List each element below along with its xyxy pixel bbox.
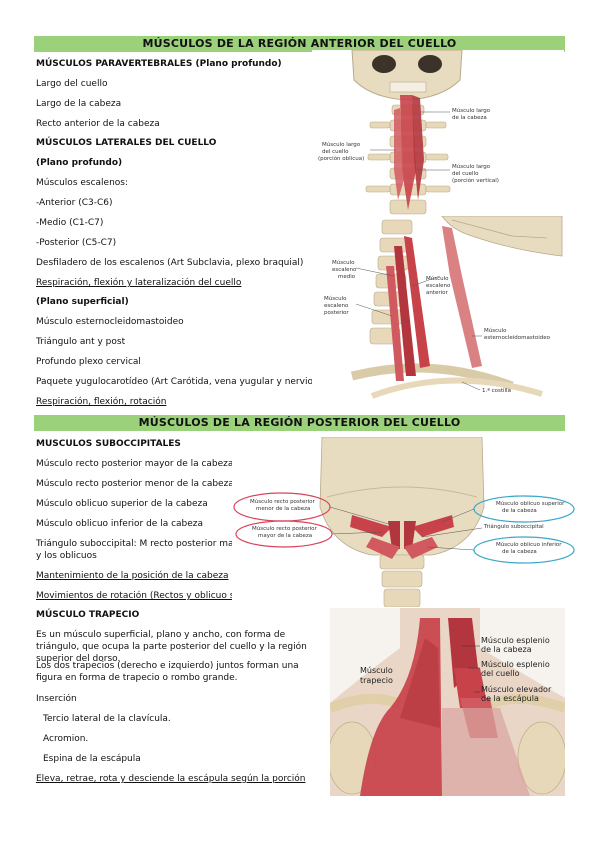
function-line-trapecio: Eleva, retrae, rota y desciende la escáp…: [36, 774, 306, 784]
label-esplenio-cabeza-1: Músculo esplenio: [481, 636, 550, 645]
insercion-item: Espina de la escápula: [43, 754, 141, 764]
label-escaleno-medio-1: Músculo: [332, 260, 355, 266]
function-line: Mantenimiento de la posición de la cabez…: [36, 571, 229, 581]
label-escaleno-medio-3: medio: [338, 274, 356, 280]
heading-plano-profundo: (Plano profundo): [36, 158, 123, 168]
label-elevador-2: de la escápula: [481, 694, 539, 703]
label-esplenio-cuello-2: del cuello: [481, 669, 520, 678]
text-line: y los oblicuos: [36, 551, 97, 561]
label-largo-cuello-oblicua-3: (porción oblicua): [318, 156, 365, 162]
text-line: Profundo plexo cervical: [36, 357, 141, 367]
insercion-item: Tercio lateral de la clavícula.: [43, 714, 171, 724]
label-oblicuo-superior-1: Músculo oblicuo superior: [496, 501, 565, 507]
text-line: Músculo esternocleidomastoideo: [36, 317, 184, 327]
insercion-item: Acromion.: [43, 734, 89, 744]
label-primera-costilla: 1.ª costilla: [482, 388, 511, 394]
label-recto-mayor-2: mayor de la cabeza: [258, 533, 313, 539]
neck-lateral-illustration: [312, 216, 564, 410]
text-line: Músculo oblicuo inferior de la cabeza: [36, 519, 204, 529]
trapezius-illustration: [330, 608, 565, 796]
figure-trapecio: Músculo trapecio Músculo esplenio de la …: [330, 608, 565, 796]
label-esplenio-cuello-1: Músculo esplenio: [481, 660, 550, 669]
function-line: Respiración, flexión y lateralización de…: [36, 278, 242, 288]
label-escaleno-anterior-3: anterior: [426, 290, 448, 296]
text-line: Músculos escalenos:: [36, 178, 129, 188]
text-line: Recto anterior de la cabeza: [36, 119, 160, 129]
figure-suboccipital: Músculo recto posterior menor de la cabe…: [232, 437, 578, 607]
heading-laterales: MÚSCULOS LATERALES DEL CUELLO: [36, 138, 217, 148]
paragraph-trapecio-1: Es un músculo superficial, plano y ancho…: [36, 630, 307, 664]
text-line: Músculo recto posterior menor de la cabe…: [36, 479, 234, 489]
label-scm-2: esternocleidomastoideo: [484, 335, 551, 341]
label-escaleno-medio-2: escaleno: [332, 267, 357, 273]
text-line: Desfiladero de los escalenos (Art Subcla…: [36, 258, 304, 268]
heading-suboccipitales: MUSCULOS SUBOCCIPITALES: [36, 439, 181, 449]
text-line: Largo del cuello: [36, 79, 108, 89]
label-escaleno-posterior-1: Músculo: [324, 296, 347, 302]
label-trapecio-1: Músculo: [360, 666, 393, 675]
label-recto-menor-1: Músculo recto posterior: [250, 499, 315, 505]
label-escaleno-anterior-2: escaleno: [426, 283, 451, 289]
label-oblicuo-superior-2: de la cabeza: [502, 508, 537, 514]
label-largo-cabeza-1: Músculo largo: [452, 108, 491, 114]
label-largo-cuello-oblicua-2: del cuello: [322, 149, 349, 155]
label-trapecio-2: trapecio: [360, 676, 393, 685]
function-line: Movimientos de rotación (Rectos y oblicu…: [36, 591, 250, 601]
text-line: -Medio (C1-C7): [36, 218, 104, 228]
function-line: Respiración, flexión, rotación: [36, 397, 167, 407]
text-line: -Posterior (C5-C7): [36, 238, 117, 248]
label-recto-mayor-1: Músculo recto posterior: [252, 526, 317, 532]
label-recto-menor-2: menor de la cabeza: [256, 506, 311, 512]
text-line: Músculo recto posterior mayor de la cabe…: [36, 459, 234, 469]
label-scm-1: Músculo: [484, 328, 507, 334]
text-line: Músculo oblicuo superior de la cabeza: [36, 499, 208, 509]
neck-anterior-illustration: [312, 50, 564, 216]
text-line: -Anterior (C3-C6): [36, 198, 113, 208]
figure-anterior-deep-neck: Músculo largo de la cabeza Músculo largo…: [312, 50, 564, 216]
text-line: Triángulo ant y post: [36, 337, 126, 347]
paragraph-trapecio-2: Los dos trapecios (derecho e izquierdo) …: [36, 661, 299, 683]
heading-plano-superficial: (Plano superficial): [36, 297, 129, 307]
label-escaleno-posterior-2: escaleno: [324, 303, 349, 309]
label-elevador-1: Músculo elevador: [481, 685, 552, 694]
label-largo-cabeza-2: de la cabeza: [452, 115, 487, 121]
label-oblicuo-inferior-2: de la cabeza: [502, 549, 537, 555]
heading-trapecio: MÚSCULO TRAPECIO: [36, 610, 140, 620]
label-esplenio-cabeza-2: de la cabeza: [481, 645, 532, 654]
figure-lateral-neck: Músculo escaleno medio Músculo escaleno …: [312, 216, 564, 410]
label-oblicuo-inferior-1: Músculo oblicuo inferior: [496, 542, 562, 548]
section-title-posterior: MÚSCULOS DE LA REGIÓN POSTERIOR DEL CUEL…: [34, 415, 565, 431]
suboccipital-illustration: [232, 437, 578, 607]
label-largo-cuello-vertical-1: Músculo largo: [452, 164, 491, 170]
text-line: Largo de la cabeza: [36, 99, 122, 109]
heading-paravertebrales: MÚSCULOS PARAVERTEBRALES (Plano profundo…: [36, 59, 282, 69]
insercion-label: Inserción: [36, 694, 77, 704]
label-largo-cuello-oblicua-1: Músculo largo: [322, 142, 361, 148]
label-largo-cuello-vertical-2: del cuello: [452, 171, 479, 177]
label-largo-cuello-vertical-3: (porción vertical): [452, 178, 499, 184]
text-line: Triángulo suboccipital: M recto posterio…: [36, 539, 249, 549]
section-title-anterior: MÚSCULOS DE LA REGIÓN ANTERIOR DEL CUELL…: [34, 36, 565, 52]
label-escaleno-posterior-3: posterior: [324, 310, 349, 316]
label-escaleno-anterior-1: Músculo: [426, 276, 449, 282]
text-line: Paquete yugulocarotídeo (Art Carótida, v…: [36, 377, 342, 387]
label-triangulo-suboccipital: Triángulo suboccipital: [484, 524, 544, 530]
